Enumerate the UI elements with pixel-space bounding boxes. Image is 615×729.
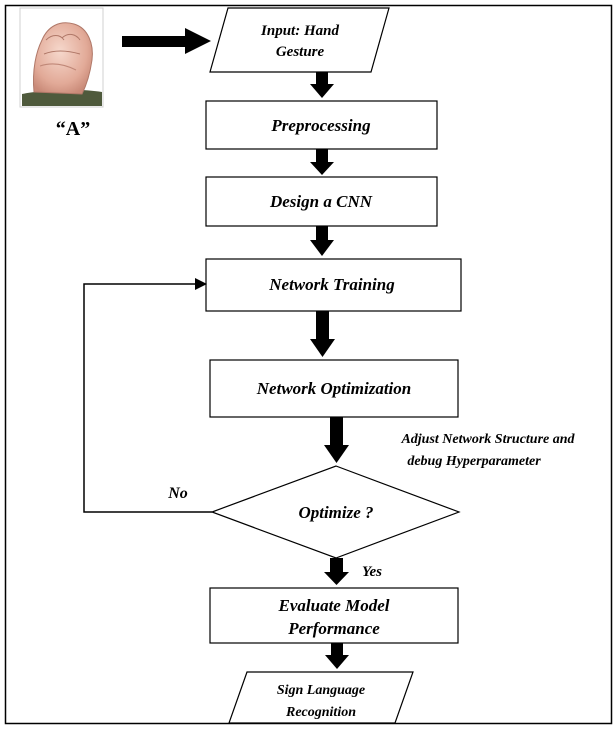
- optimize-decision-label: Optimize ?: [298, 503, 373, 522]
- output-label-line2: Recognition: [285, 705, 356, 720]
- no-label: No: [167, 485, 188, 502]
- arrow-evaluate-to-output: [325, 643, 349, 669]
- preprocessing-box: [205, 100, 438, 150]
- arrow-input-to-preprocessing: [310, 72, 334, 98]
- hand-gesture-image: [19, 7, 104, 108]
- no-loop-connector: [83, 278, 212, 513]
- hand-caption: “A”: [56, 118, 90, 140]
- image-to-input-arrow: [122, 28, 211, 54]
- arrow-training-to-optimization: [310, 311, 335, 357]
- input-label-line2: Gesture: [276, 44, 325, 60]
- output-label-line1: Sign Language: [277, 683, 365, 698]
- evaluate-label-line1: Evaluate Model: [278, 596, 390, 615]
- network-optimization-label: Network Optimization: [256, 379, 411, 398]
- evaluate-label-line2: Performance: [287, 619, 380, 638]
- adjust-annotation-line1: Adjust Network Structure and: [400, 432, 575, 447]
- arrow-design-to-training: [310, 226, 334, 256]
- evaluate-model-box: [209, 587, 459, 644]
- adjust-annotation-line2: debug Hyperparameter: [407, 454, 541, 469]
- arrow-optimization-to-decision: [324, 417, 349, 463]
- output-parallelogram: [228, 671, 414, 724]
- arrow-preprocessing-to-design: [310, 149, 334, 175]
- input-label-line1: Input: Hand: [260, 23, 339, 39]
- preprocessing-label: Preprocessing: [270, 116, 371, 135]
- design-cnn-label: Design a CNN: [269, 192, 373, 211]
- design-cnn-box: [205, 176, 438, 227]
- network-training-box: [205, 258, 462, 312]
- yes-label: Yes: [362, 564, 382, 580]
- arrow-decision-to-evaluate: [324, 558, 349, 585]
- network-training-label: Network Training: [268, 275, 395, 294]
- input-parallelogram: [209, 7, 390, 73]
